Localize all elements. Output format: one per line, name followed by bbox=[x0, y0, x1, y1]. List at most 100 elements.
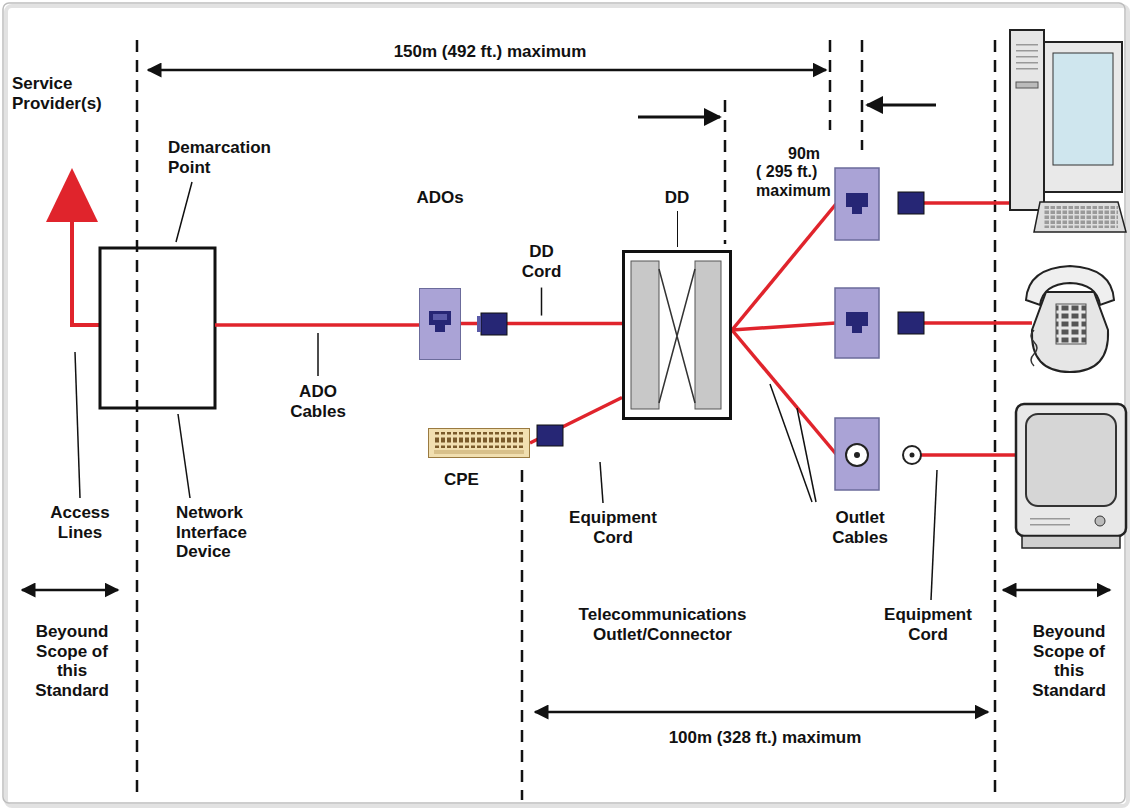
computer-icon bbox=[1010, 30, 1044, 210]
callout-label: Equipment Cord bbox=[880, 605, 976, 644]
access-line bbox=[46, 168, 100, 325]
network-interface-device bbox=[100, 248, 215, 408]
dimension-arrow bbox=[1003, 589, 1110, 592]
dimension-label: 100m (328 ft.) maximum bbox=[650, 728, 880, 748]
patch-panel-shape bbox=[428, 428, 530, 458]
access-line bbox=[46, 168, 98, 222]
telephone-icon bbox=[1031, 330, 1037, 366]
outlet-box-shape bbox=[419, 288, 461, 360]
boundary-line bbox=[724, 100, 727, 244]
wall-outlet bbox=[835, 168, 879, 240]
leader-line bbox=[770, 384, 812, 502]
red-cable bbox=[924, 321, 1032, 325]
computer-icon bbox=[1010, 30, 1126, 232]
cable-plug bbox=[898, 312, 924, 334]
television-icon bbox=[1030, 514, 1070, 528]
red-cable bbox=[924, 201, 1012, 205]
callout-label: Outlet Cables bbox=[826, 508, 894, 547]
leader-line bbox=[931, 470, 937, 600]
computer-icon bbox=[1053, 53, 1113, 165]
red-cable bbox=[215, 323, 420, 327]
leader-line bbox=[75, 352, 80, 498]
television-icon bbox=[1095, 516, 1105, 526]
computer-icon bbox=[1016, 42, 1038, 72]
wall-outlet bbox=[835, 288, 879, 358]
dimension-label: 90m ( 295 ft.) maximum bbox=[756, 145, 826, 200]
distribution-device-shape bbox=[625, 253, 729, 417]
callout-label: Equipment Cord bbox=[565, 508, 661, 547]
node-heading: CPE bbox=[428, 470, 532, 490]
frame bbox=[6, 6, 1128, 806]
callout-label: Network Interface Device bbox=[176, 503, 264, 562]
scope-note: Beyound Scope of this Standard bbox=[1024, 622, 1114, 700]
wall-outlet bbox=[854, 452, 860, 458]
computer-icon bbox=[1044, 42, 1122, 192]
distribution-device-shape bbox=[659, 269, 695, 403]
callout-label: Demarcation Point bbox=[168, 138, 280, 177]
television-icon bbox=[1016, 404, 1126, 548]
wall-outlet bbox=[846, 444, 868, 466]
red-cable bbox=[732, 323, 836, 330]
node-heading: ADOs bbox=[405, 188, 475, 208]
wall-outlet bbox=[846, 193, 868, 214]
cable-plug bbox=[903, 446, 921, 464]
red-cable bbox=[921, 453, 1017, 457]
scope-note: Beyound Scope of this Standard bbox=[30, 622, 114, 700]
red-cable bbox=[732, 330, 836, 454]
node-heading: DD bbox=[622, 188, 732, 208]
wall-outlet bbox=[846, 312, 868, 333]
dimension-arrow bbox=[22, 589, 118, 592]
provider-label: Service Provider(s) bbox=[12, 74, 130, 113]
television-icon bbox=[1022, 536, 1120, 548]
boundary-line bbox=[994, 40, 997, 800]
wall-outlet bbox=[835, 168, 879, 490]
leader-line bbox=[541, 288, 543, 316]
callout-label: ADO Cables bbox=[282, 382, 354, 421]
dimension-arrow bbox=[535, 711, 988, 714]
leader-line bbox=[176, 182, 192, 242]
red-cable bbox=[732, 204, 836, 330]
computer-icon bbox=[1016, 82, 1038, 88]
telephone-icon bbox=[1056, 304, 1086, 344]
leader-line bbox=[178, 414, 190, 498]
dimension-arrow bbox=[638, 116, 720, 119]
boundary-line bbox=[861, 40, 864, 150]
cable-plug bbox=[537, 425, 563, 446]
patch-panel-shape bbox=[434, 450, 524, 454]
cable-label: DD Cord bbox=[518, 242, 566, 281]
access-line bbox=[72, 215, 100, 325]
frame bbox=[3, 3, 1125, 803]
television-icon bbox=[1026, 414, 1116, 506]
wall-outlet bbox=[835, 418, 879, 490]
boundary-line bbox=[829, 40, 832, 130]
outlet-box-shape bbox=[433, 314, 447, 320]
cable-plug bbox=[481, 313, 507, 335]
leader-line bbox=[677, 211, 678, 247]
patch-panel-shape bbox=[429, 429, 530, 458]
callout-label: Telecommunications Outlet/Connector bbox=[560, 605, 765, 644]
telephone-icon bbox=[1026, 266, 1114, 305]
dimension-arrow bbox=[22, 70, 1110, 712]
computer-icon bbox=[1034, 202, 1126, 232]
leader-line bbox=[75, 182, 937, 600]
distribution-device: DD bbox=[622, 188, 732, 420]
dimension-arrow bbox=[148, 69, 826, 72]
telephone-icon bbox=[1026, 266, 1114, 372]
patch-panel: CPE bbox=[428, 428, 532, 490]
cable-plug bbox=[910, 453, 915, 458]
boundary-line bbox=[521, 470, 524, 800]
network-interface-device bbox=[100, 248, 215, 408]
distribution-device-shape bbox=[695, 261, 721, 409]
patch-panel-shape bbox=[428, 428, 530, 458]
callout-label: Access Lines bbox=[46, 503, 114, 542]
distribution-device-shape bbox=[631, 261, 659, 409]
cable-plug bbox=[477, 192, 924, 464]
boundary-line bbox=[136, 40, 139, 800]
boundary-line bbox=[137, 40, 995, 800]
telephone-icon bbox=[1032, 292, 1108, 372]
dimension-arrow bbox=[867, 104, 936, 107]
outlet-box-shape bbox=[420, 289, 459, 358]
